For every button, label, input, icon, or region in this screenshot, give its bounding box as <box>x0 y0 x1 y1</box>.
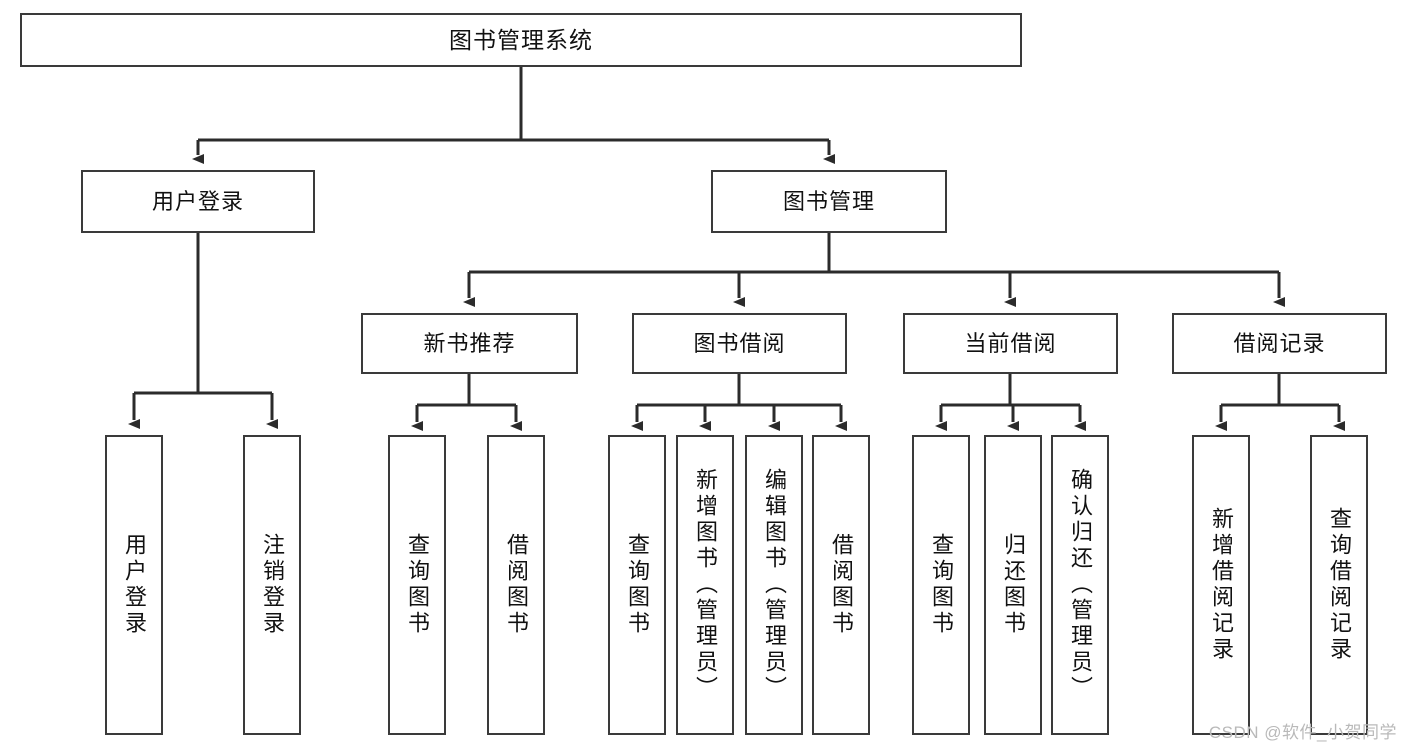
leaf-new-book-query[interactable]: 查询图书 <box>388 435 446 735</box>
node-label: 借阅记录 <box>1233 330 1326 356</box>
node-label: 查询借阅记录 <box>1327 507 1352 663</box>
node-label: 确认归还（管理员） <box>1068 468 1093 702</box>
node-book-borrow[interactable]: 图书借阅 <box>632 313 847 374</box>
leaf-borrow-record-add[interactable]: 新增借阅记录 <box>1192 435 1250 735</box>
leaf-book-borrow-add[interactable]: 新增图书（管理员） <box>676 435 734 735</box>
node-label: 查询图书 <box>405 533 430 637</box>
leaf-book-borrow-query[interactable]: 查询图书 <box>608 435 666 735</box>
node-current-borrow[interactable]: 当前借阅 <box>903 313 1118 374</box>
node-label: 当前借阅 <box>964 330 1057 356</box>
leaf-new-book-borrow[interactable]: 借阅图书 <box>487 435 545 735</box>
node-label: 编辑图书（管理员） <box>762 468 787 702</box>
leaf-borrow-record-query[interactable]: 查询借阅记录 <box>1310 435 1368 735</box>
leaf-user-login-signin[interactable]: 用户登录 <box>105 435 163 735</box>
node-label: 用户登录 <box>122 533 147 637</box>
leaf-current-borrow-return[interactable]: 归还图书 <box>984 435 1042 735</box>
node-label: 新增借阅记录 <box>1209 507 1234 663</box>
node-label: 借阅图书 <box>504 533 529 637</box>
node-label: 查询图书 <box>929 533 954 637</box>
node-label: 图书借阅 <box>693 330 786 356</box>
node-label: 新书推荐 <box>423 330 516 356</box>
leaf-current-borrow-confirm-return[interactable]: 确认归还（管理员） <box>1051 435 1109 735</box>
node-label: 查询图书 <box>625 533 650 637</box>
node-label: 借阅图书 <box>829 533 854 637</box>
node-user-login[interactable]: 用户登录 <box>81 170 315 233</box>
node-borrow-records[interactable]: 借阅记录 <box>1172 313 1387 374</box>
node-label: 归还图书 <box>1001 533 1026 637</box>
leaf-book-borrow-edit[interactable]: 编辑图书（管理员） <box>745 435 803 735</box>
node-new-book-recommend[interactable]: 新书推荐 <box>361 313 578 374</box>
leaf-user-login-signout[interactable]: 注销登录 <box>243 435 301 735</box>
node-root-book-management-system[interactable]: 图书管理系统 <box>20 13 1022 67</box>
node-label: 图书管理系统 <box>449 26 593 53</box>
node-label: 用户登录 <box>151 188 244 214</box>
node-label: 注销登录 <box>260 533 285 637</box>
node-label: 图书管理 <box>782 188 875 214</box>
leaf-current-borrow-query[interactable]: 查询图书 <box>912 435 970 735</box>
node-label: 新增图书（管理员） <box>693 468 718 702</box>
node-book-management[interactable]: 图书管理 <box>711 170 947 233</box>
leaf-book-borrow-borrow[interactable]: 借阅图书 <box>812 435 870 735</box>
